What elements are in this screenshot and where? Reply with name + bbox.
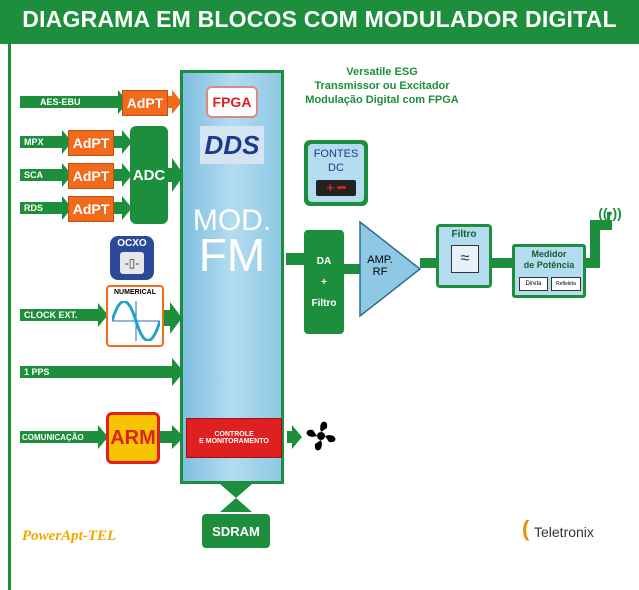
label-sca: SCA bbox=[24, 170, 44, 180]
dc-label: DC bbox=[328, 162, 344, 174]
subtitle-line-2: Transmissor ou Excitador bbox=[314, 80, 450, 92]
arrow-rds bbox=[20, 196, 72, 220]
adpt-rds-block: AdPT bbox=[68, 196, 114, 222]
da-filtro-block: DA + Filtro bbox=[304, 230, 344, 334]
arrow-aes bbox=[20, 90, 128, 114]
arrow-com bbox=[20, 425, 108, 449]
adpt-sca-block: AdPT bbox=[68, 163, 114, 189]
subtitle-line-3: Modulação Digital com FPGA bbox=[305, 94, 459, 106]
adpt-mpx-block: AdPT bbox=[68, 130, 114, 156]
mod-label: MOD. bbox=[192, 204, 272, 237]
direta-label: Direta bbox=[519, 277, 548, 291]
crystal-icon: -▯- bbox=[120, 252, 144, 274]
ocxo-block: OCXO -▯- bbox=[110, 236, 154, 280]
adc-block: ADC bbox=[130, 126, 168, 224]
label-1pps: 1 PPS bbox=[24, 367, 50, 377]
controle-label: CONTROLE bbox=[214, 431, 254, 438]
diagram-title: DIAGRAMA EM BLOCOS COM MODULADOR DIGITAL bbox=[22, 6, 617, 32]
label-mpx: MPX bbox=[24, 137, 44, 147]
numerical-block: NUMERICAL bbox=[106, 285, 164, 347]
fontes-dc-block: FONTES DC + ━ bbox=[304, 140, 368, 206]
ocxo-label: OCXO bbox=[117, 238, 147, 249]
arrow-pps bbox=[20, 358, 184, 386]
fan-icon bbox=[306, 421, 336, 451]
fm-label: FM bbox=[198, 229, 266, 281]
fontes-label: FONTES bbox=[313, 148, 359, 160]
label-rds: RDS bbox=[24, 203, 44, 213]
sine-wave-icon bbox=[112, 301, 160, 341]
arrow-sca bbox=[20, 163, 72, 187]
plus-label: + bbox=[321, 276, 327, 288]
antenna-icon: ((•)) bbox=[598, 205, 622, 221]
dds-logo: DDS bbox=[200, 126, 264, 164]
label-comunicacao: COMUNICAÇÃO bbox=[22, 432, 84, 442]
arrow-clock bbox=[20, 303, 108, 327]
amp-rf-triangle bbox=[359, 220, 422, 318]
medidor-label-1: Medidor bbox=[531, 249, 567, 259]
numerical-label: NUMERICAL bbox=[114, 289, 156, 296]
teletronix-text: Teletronix bbox=[534, 524, 594, 540]
left-border bbox=[8, 44, 11, 590]
medidor-label-2: de Potência bbox=[523, 260, 575, 270]
filtro-da-label: Filtro bbox=[311, 297, 337, 309]
powerapt-logo: PowerApt-TEL bbox=[22, 528, 117, 544]
sdram-block: SDRAM bbox=[202, 514, 270, 548]
label-clock-ext: CLOCK EXT. bbox=[24, 310, 78, 320]
filtro-block: Filtro ≈ bbox=[436, 224, 492, 288]
refletida-label: Refletida bbox=[551, 277, 581, 291]
arrow-mpx bbox=[20, 130, 72, 154]
rf-label: RF bbox=[372, 266, 388, 278]
title-bar bbox=[0, 0, 639, 44]
adpt-aes-block: AdPT bbox=[122, 90, 168, 116]
controle-monitoramento-block: CONTROLE E MONITORAMENTO bbox=[186, 418, 282, 458]
medidor-block: Medidor de Potência Direta Refletida bbox=[512, 244, 586, 298]
da-label: DA bbox=[316, 255, 332, 267]
teletronix-logo: ( Teletronix bbox=[522, 516, 594, 541]
filter-wave-icon: ≈ bbox=[451, 245, 479, 273]
filtro-label: Filtro bbox=[451, 229, 477, 240]
monitoramento-label: E MONITORAMENTO bbox=[199, 438, 269, 445]
fpga-chip: FPGA bbox=[206, 86, 258, 118]
subtitle-line-1: Versatile ESG bbox=[346, 66, 418, 78]
arm-block: ARM bbox=[106, 412, 160, 464]
battery-icon: + ━ bbox=[316, 180, 356, 196]
amp-label: AMP. bbox=[367, 254, 393, 266]
label-aes-ebu: AES-EBU bbox=[40, 97, 81, 107]
